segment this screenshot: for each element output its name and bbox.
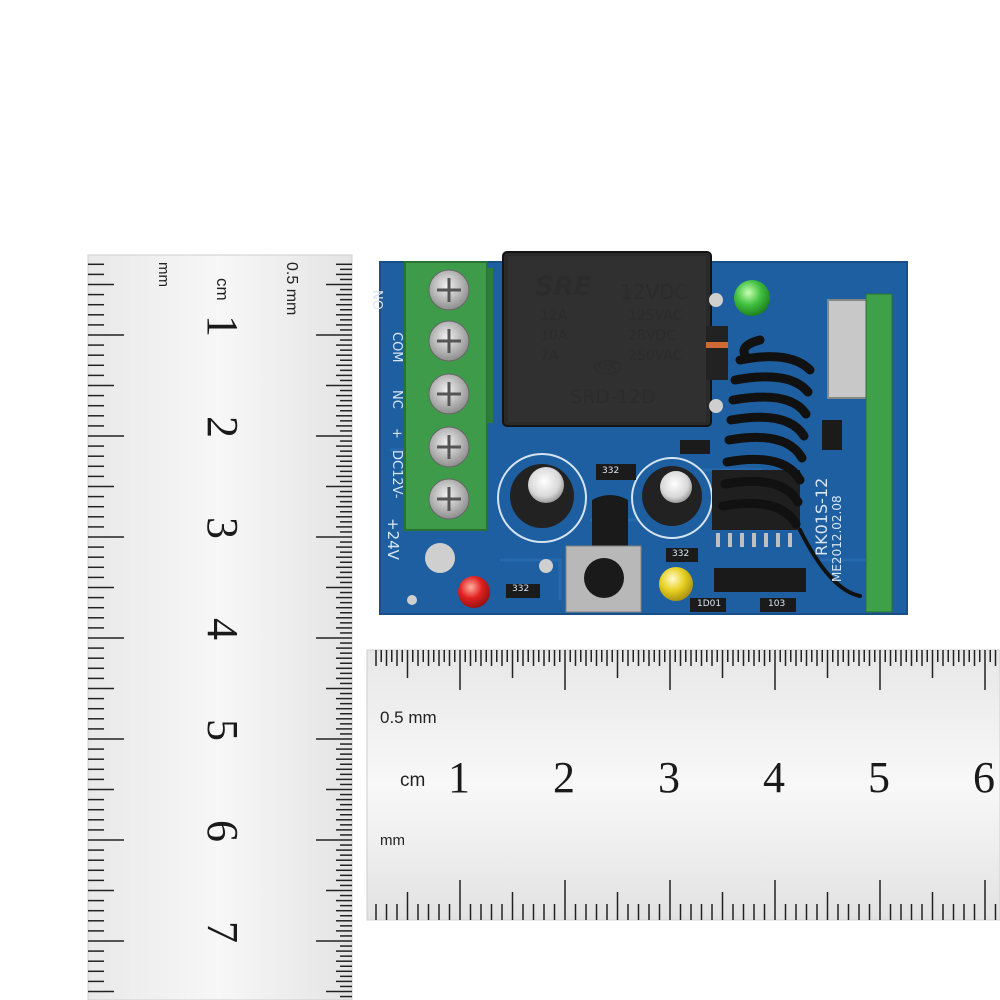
- diode: [706, 326, 728, 380]
- capacitor-1: [497, 453, 587, 543]
- capacitor-2: [631, 457, 713, 539]
- terminal-block: [404, 261, 493, 531]
- ruler-horizontal: [366, 649, 1000, 921]
- ic-pins: [716, 533, 792, 547]
- yellow-led: [659, 567, 693, 601]
- red-led: [458, 576, 490, 608]
- relay-module-board: [379, 251, 908, 615]
- screw-slot: [437, 435, 461, 459]
- ruler-vertical: [87, 254, 353, 1000]
- screw-slot: [437, 487, 461, 511]
- antenna-coil: [718, 335, 862, 598]
- push-button: [565, 545, 642, 613]
- screw-slot: [437, 382, 461, 406]
- green-led: [734, 280, 770, 316]
- jumper: [714, 568, 806, 592]
- smd-components: [506, 420, 842, 612]
- transistor: [592, 495, 628, 548]
- relay: [502, 251, 712, 427]
- screw-slot: [437, 329, 461, 353]
- pcb-pads: [407, 293, 723, 605]
- screw-slot: [437, 278, 461, 302]
- rf-module: [865, 293, 893, 613]
